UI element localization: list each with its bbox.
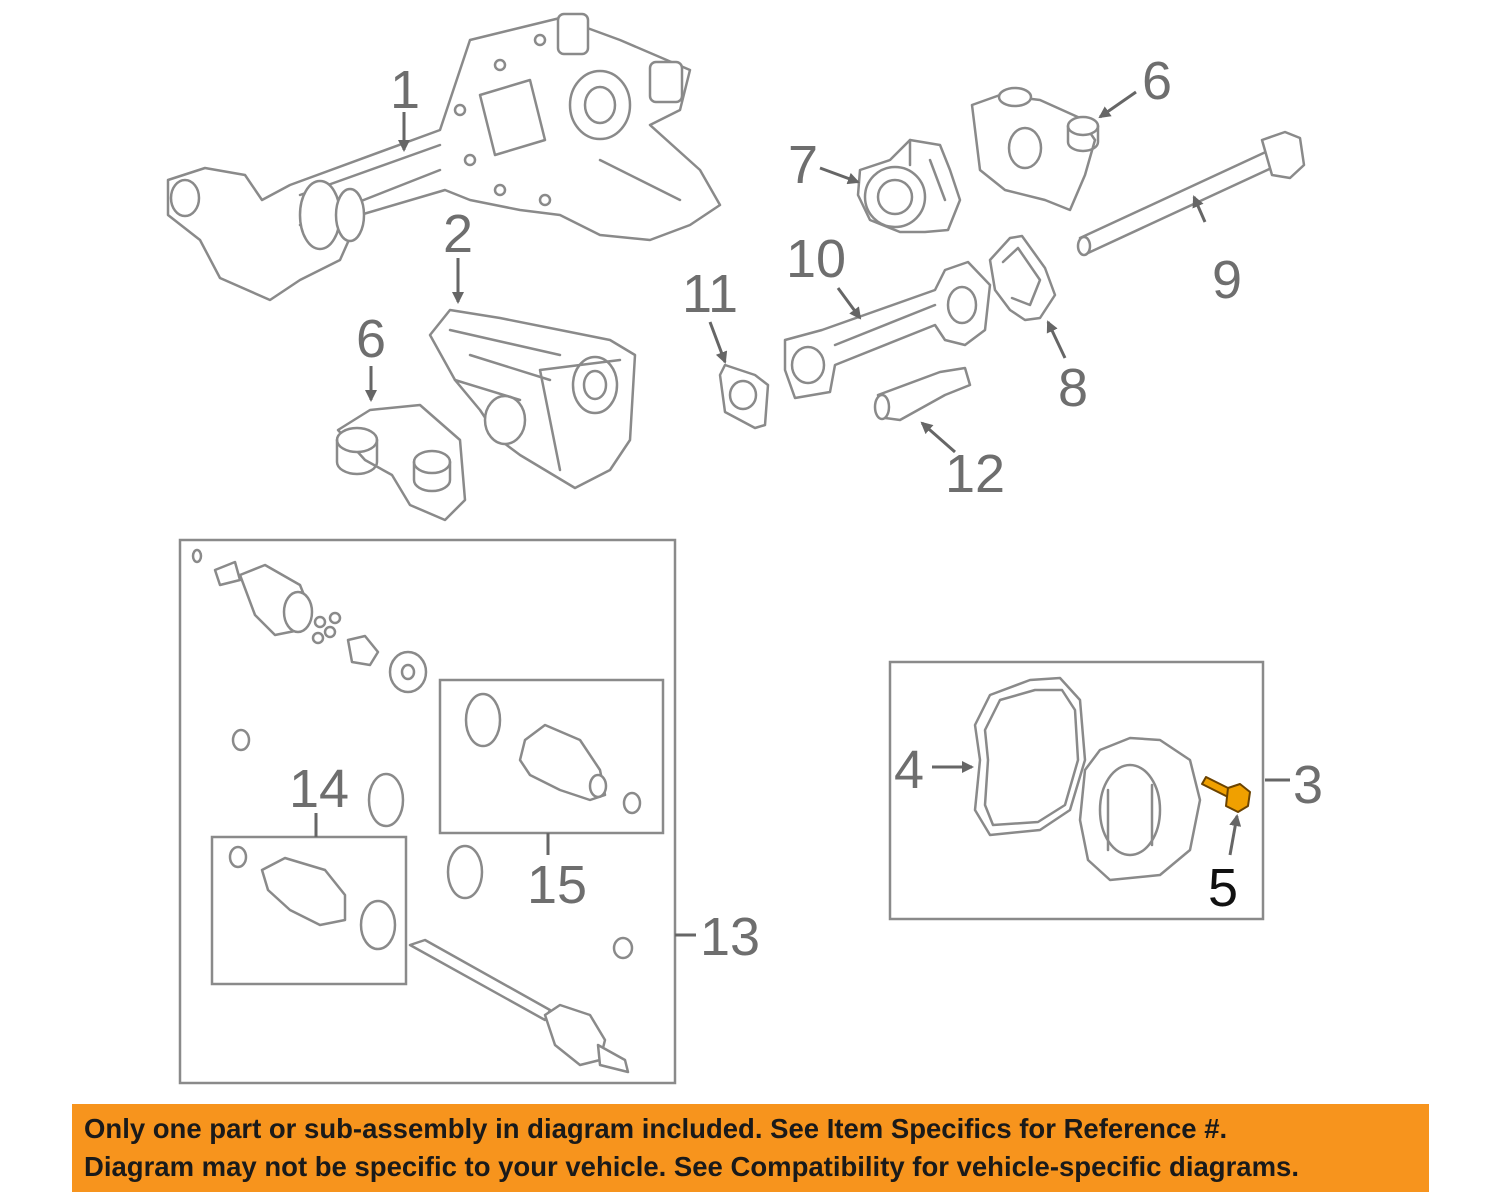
disclaimer-banner: Only one part or sub-assembly in diagram…: [72, 1104, 1429, 1192]
outer-boot-kit-box: [438, 678, 665, 835]
halfshaft-assembly-box: [178, 538, 677, 1085]
callout-4: 4: [894, 740, 924, 800]
callout-15: 15: [527, 855, 587, 915]
callout-6-lower: 6: [356, 309, 386, 369]
cover-bolt-highlighted-part: [1201, 776, 1251, 813]
callout-5: 5: [1208, 858, 1238, 918]
axle-tube-part: [783, 260, 992, 400]
inner-boot-kit-box: [210, 835, 408, 986]
gasket-part: [718, 363, 770, 430]
callout-10: 10: [786, 229, 846, 289]
sensor-part: [873, 366, 972, 422]
disclaimer-line-1: Only one part or sub-assembly in diagram…: [84, 1113, 1228, 1144]
cover-kit-box: [888, 660, 1265, 921]
axle-housing-part: [166, 12, 722, 302]
carrier-housing-part: [428, 308, 637, 490]
callout-8: 8: [1058, 358, 1088, 418]
callout-3: 3: [1293, 755, 1323, 815]
inner-boot-kit-parts: [228, 845, 397, 951]
callout-12: 12: [945, 444, 1005, 504]
halfshaft-assembly-parts: [191, 548, 634, 1074]
outer-boot-kit-parts: [464, 692, 642, 815]
callout-11: 11: [682, 264, 738, 324]
mount-bracket-lower-part: [335, 403, 467, 522]
callout-7: 7: [788, 135, 818, 195]
callout-14: 14: [289, 759, 349, 819]
disclaimer-line-2: Diagram may not be specific to your vehi…: [84, 1151, 1299, 1182]
leader-lines: [314, 90, 1290, 937]
callout-2: 2: [443, 204, 473, 264]
seal-plate-part: [988, 234, 1057, 322]
cover-kit-parts: [973, 676, 1202, 882]
mount-bracket-upper-part: [970, 86, 1100, 212]
callout-13: 13: [700, 907, 760, 967]
callout-6-upper: 6: [1142, 51, 1172, 111]
intermediate-shaft-part: [1076, 130, 1306, 257]
callout-1: 1: [390, 60, 420, 120]
parts-diagram: 1 2 6 6 7 9 10 11 8 12 4 3 5 13 14 15: [166, 12, 1323, 1085]
callout-9: 9: [1212, 250, 1242, 310]
actuator-part: [856, 138, 962, 234]
